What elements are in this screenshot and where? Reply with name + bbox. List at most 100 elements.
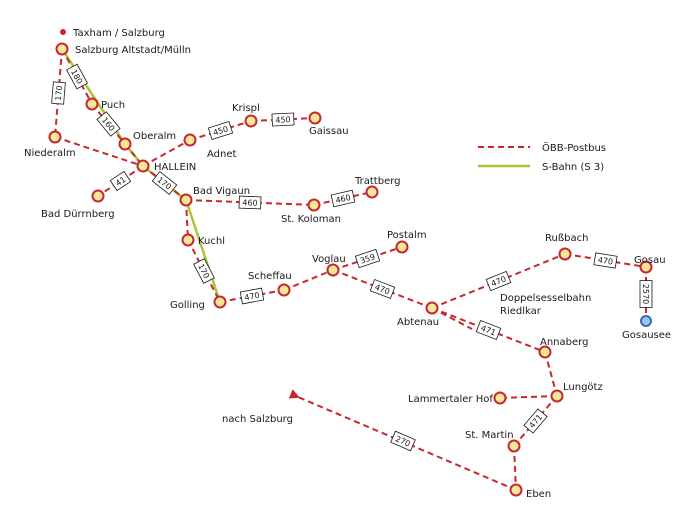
stop-label-badvigaun: Bad Vigaun xyxy=(193,186,250,197)
line-badge-270-box xyxy=(390,430,416,452)
stop-label-lammertaler: Lammertaler Hof xyxy=(408,394,493,405)
stop-lunggoetz xyxy=(550,389,564,403)
line-badge-7: 450 xyxy=(207,121,234,140)
line-badge-10-text: 460 xyxy=(242,198,258,208)
line-badge-14: 470 xyxy=(239,287,265,305)
stop-label-puch: Puch xyxy=(101,100,125,111)
stop-layer xyxy=(48,29,653,497)
stop-gosausee xyxy=(640,315,652,327)
stop-label-taxham: Taxham / Salzburg xyxy=(72,28,165,39)
line-badge-13-box xyxy=(193,258,215,284)
stop-voglau xyxy=(326,263,340,277)
bus-segment-niederalm-hallein xyxy=(54,136,144,167)
line-badge-11-box xyxy=(330,189,356,208)
line-badge-20-text: 2570 xyxy=(641,284,650,304)
stop-label-russbach: Rußbach xyxy=(545,233,588,244)
line-badge-17-box xyxy=(369,279,396,299)
line-badge-9-box xyxy=(151,171,178,195)
stop-label-doppelsessel-line-1: Doppelsesselbahn xyxy=(500,293,591,304)
line-badge-0: 180 xyxy=(66,63,88,90)
line-badge-17: 470 xyxy=(369,279,396,299)
stop-label-niederalm: Niederalm xyxy=(24,148,76,159)
line-badge-16: 359 xyxy=(354,248,381,269)
stop-label-hallein: HALLEIN xyxy=(154,162,196,173)
bus-segment-doppelsessel xyxy=(431,307,473,330)
stop-gaissau xyxy=(308,111,322,125)
bus-segment-hallein-adnet xyxy=(142,139,191,167)
stop-taxham xyxy=(60,29,66,35)
stop-puch xyxy=(85,97,99,111)
legend: ÖBB-Postbus S-Bahn (S 3) xyxy=(478,141,606,173)
stop-label-annaberg: Annaberg xyxy=(540,337,588,348)
bus-segment-lunggoetz-lammertaler xyxy=(499,395,558,399)
line-badge-3-text: 170 xyxy=(54,85,64,101)
line-badge-13: 170 xyxy=(193,258,215,284)
stop-label-eben: Eben xyxy=(526,489,551,500)
stop-golling xyxy=(213,295,227,309)
stop-label-gaissau: Gaissau xyxy=(309,126,349,137)
stop-badvigaun xyxy=(179,193,193,207)
stop-label-adnet: Adnet xyxy=(207,149,237,160)
stop-trattberg xyxy=(365,185,379,199)
stop-kuchl xyxy=(181,233,195,247)
line-badge-21-box xyxy=(475,319,502,341)
line-badge-19-box xyxy=(593,252,618,269)
line-badge-24-box xyxy=(523,408,548,434)
stop-label-doppelsessel-line-2: Riedlkar xyxy=(500,306,542,317)
bus-segment-hallein-badduerrnberg xyxy=(97,165,144,197)
bus-layer xyxy=(54,48,647,491)
line-badge-18: 470 xyxy=(485,270,512,292)
stop-scheffau xyxy=(277,283,291,297)
bus-segment-badvigaun-kuchl xyxy=(185,199,189,241)
line-badge-8-box xyxy=(271,112,295,127)
line-badge-21: 471 xyxy=(475,319,502,341)
stop-oberalm xyxy=(118,137,132,151)
line-badge-14-text: 470 xyxy=(244,291,261,303)
bus-segment-scheffau-voglau xyxy=(283,269,334,291)
line-badge-10: 460 xyxy=(238,195,262,210)
stop-hallein xyxy=(136,159,150,173)
stop-russbach xyxy=(558,247,572,261)
line-badge-5-box xyxy=(109,170,132,192)
line-badge-8-text: 450 xyxy=(275,115,291,125)
stop-label-altstadt: Salzburg Altstadt/Mülln xyxy=(75,45,191,56)
line-badge-3-box xyxy=(51,81,66,105)
legend-sbahn-label: S-Bahn (S 3) xyxy=(542,162,604,173)
stop-label-lunggoetz: Lungötz xyxy=(563,382,603,393)
stop-label-golling: Golling xyxy=(170,300,205,311)
stop-label-stkoloman: St. Koloman xyxy=(281,214,341,225)
line-badge-19-text: 470 xyxy=(597,255,614,266)
stop-badduerrnberg xyxy=(91,189,105,203)
line-badge-8: 450 xyxy=(271,112,295,127)
line-badge-19: 470 xyxy=(593,252,618,269)
line-badge-14-box xyxy=(239,287,265,305)
stop-annaberg xyxy=(538,345,552,359)
stop-postalm xyxy=(395,240,409,254)
stop-label-gosausee: Gosausee xyxy=(622,330,671,341)
stop-label-abtenau: Abtenau xyxy=(397,317,439,328)
stop-altstadt xyxy=(55,42,69,56)
stop-label-stmartin: St. Martin xyxy=(465,430,514,441)
legend-bus-label: ÖBB-Postbus xyxy=(542,141,606,154)
line-badge-9: 170 xyxy=(151,171,178,195)
stop-lammertaler xyxy=(493,391,507,405)
line-badge-10-box xyxy=(238,195,262,210)
stop-niederalm xyxy=(48,130,62,144)
line-badge-11: 460 xyxy=(330,189,356,208)
direction-label: nach Salzburg xyxy=(222,414,293,425)
stop-label-krispl: Krispl xyxy=(232,103,260,114)
line-badge-18-box xyxy=(485,270,512,292)
line-badge-5: 41 xyxy=(109,170,132,192)
bus-segment-hallein-badvigaun xyxy=(142,165,187,201)
stop-abtenau xyxy=(425,301,439,315)
line-badge-1-box xyxy=(96,111,121,137)
line-badge-20: 2570 xyxy=(639,280,653,308)
stop-adnet xyxy=(183,133,197,147)
stop-label-postalm: Postalm xyxy=(387,230,427,241)
line-badge-20-box xyxy=(639,280,653,308)
line-badge-3: 170 xyxy=(51,81,66,105)
